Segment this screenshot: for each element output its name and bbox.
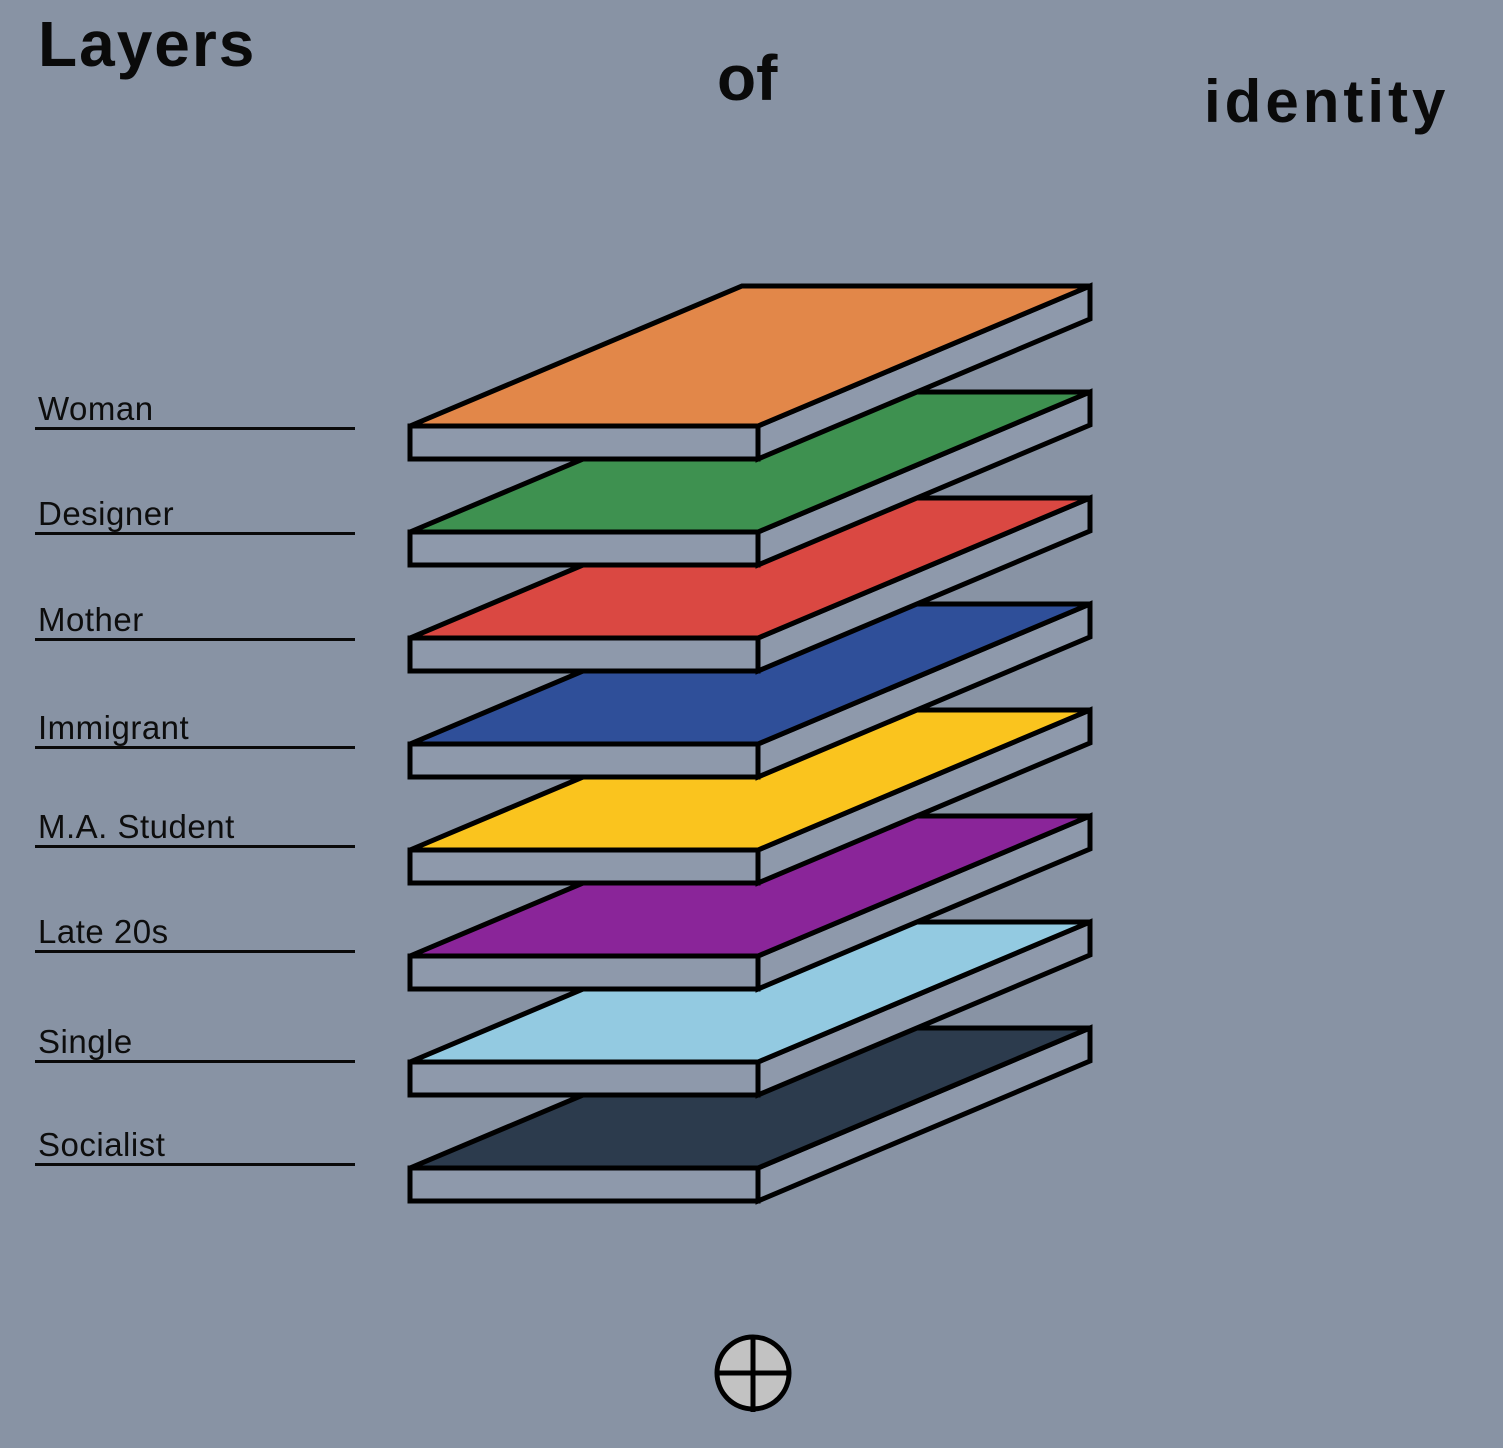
slab-front-face <box>407 635 761 674</box>
layer-label-ma-student: M.A. Student <box>35 793 355 848</box>
label-text: Woman <box>38 390 154 428</box>
slab-ma-student <box>407 706 1093 887</box>
layer-label-woman: Woman <box>35 375 355 430</box>
layer-label-immigrant: Immigrant <box>35 694 355 749</box>
title-word-of: of <box>717 42 778 114</box>
slab-designer <box>407 388 1093 569</box>
slab-top-face <box>409 283 1091 429</box>
slab-woman <box>407 282 1093 463</box>
label-text: Single <box>38 1023 133 1061</box>
crosshair-circle-icon <box>714 1334 792 1412</box>
label-text: Mother <box>38 601 144 639</box>
label-text: M.A. Student <box>38 808 235 846</box>
title-word-identity: identity <box>1204 68 1450 135</box>
layer-label-single: Single <box>35 1008 355 1063</box>
slab-front-face <box>407 1059 761 1098</box>
slab-immigrant <box>407 600 1093 781</box>
slab-socialist <box>407 1024 1093 1205</box>
label-text: Immigrant <box>38 709 190 747</box>
slab-front-face <box>407 423 761 462</box>
label-text: Late 20s <box>38 913 169 951</box>
slab-mother <box>407 494 1093 675</box>
slab-single <box>407 918 1093 1099</box>
label-text: Designer <box>38 495 175 533</box>
layer-label-designer: Designer <box>35 480 355 535</box>
slab-front-face <box>407 1165 761 1204</box>
slab-front-face <box>407 847 761 886</box>
layer-label-socialist: Socialist <box>35 1111 355 1166</box>
layer-label-late-20s: Late 20s <box>35 898 355 953</box>
label-text: Socialist <box>38 1126 166 1164</box>
slab-front-face <box>407 741 761 780</box>
title-word-layers: Layers <box>38 8 257 80</box>
slab-front-face <box>407 953 761 992</box>
layer-label-mother: Mother <box>35 586 355 641</box>
slab-front-face <box>407 529 761 568</box>
